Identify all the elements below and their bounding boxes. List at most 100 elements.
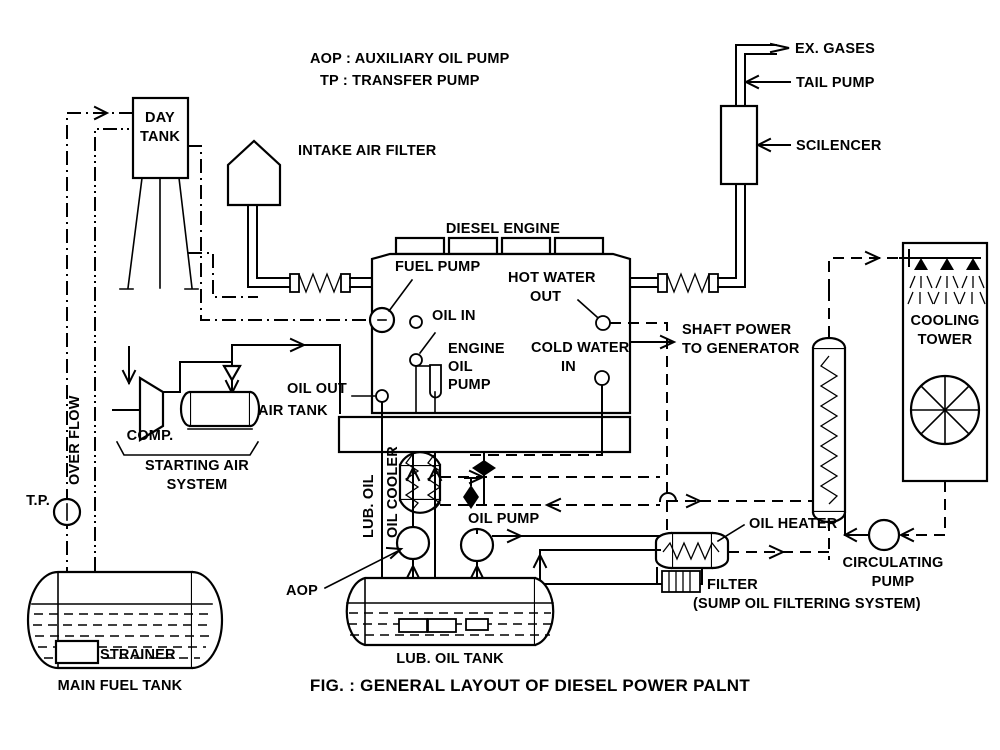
lub-strainer-1: [398, 618, 428, 633]
silencer-label: SCILENCER: [796, 138, 882, 154]
oil-in-leader: [418, 331, 437, 355]
oil-heater-leader: [716, 523, 746, 543]
lub-strainer-2: [427, 618, 457, 633]
oil-cooler-bottom: [399, 499, 441, 514]
oil-heater-label: OIL HEATER: [749, 516, 838, 532]
hot-water-out-leader: [576, 298, 599, 319]
day-tank-legs: [127, 177, 193, 289]
exhaust-bellows-corrugation: [666, 272, 710, 294]
shaft-power-label-2: TO GENERATOR: [682, 341, 800, 357]
valve-horizontal-group: [463, 477, 479, 509]
exhaust-riser: [717, 157, 746, 288]
day-tank-body: [131, 96, 190, 180]
valve-horizontal-left-wedge: [463, 485, 471, 509]
compressor-label: COMP.: [127, 428, 174, 444]
air-tank-cap-right: [249, 390, 261, 428]
intake-air-filter-body: [226, 139, 282, 207]
cooling-tower-inlet-line: [828, 257, 903, 290]
heat-exchanger-coil: [819, 355, 839, 505]
air-tank-group: AIR TANK: [179, 390, 328, 430]
engine-cylinder-4: [553, 236, 605, 256]
intake-bellows-flange-left: [289, 273, 300, 293]
lub-strainer-3: [465, 618, 489, 631]
filter-label: FILTER: [707, 577, 758, 593]
exhaust-system-group: EX. GASES TAIL PUMP SCILENCER: [629, 41, 882, 294]
lub-oil-tank-group: LUB. OIL TANK: [345, 576, 555, 667]
main-fuel-tank-shell-right: [191, 570, 224, 670]
intake-air-filter-group: INTAKE AIR FILTER: [226, 139, 437, 294]
fuel-pump-label: FUEL PUMP: [395, 259, 480, 275]
nozzle-1: [914, 258, 928, 270]
over-flow-label: OVER FLOW: [67, 395, 83, 485]
filter-sublabel: (SUMP OIL FILTERING SYSTEM): [693, 596, 921, 612]
intake-air-filter-label: INTAKE AIR FILTER: [298, 143, 437, 159]
ex-gases-arrow: [769, 42, 790, 54]
aop-leader: [323, 548, 402, 590]
ex-gases-label: EX. GASES: [795, 41, 875, 57]
heat-exchanger-shell: [811, 346, 847, 514]
valve-horizontal-stem: [464, 477, 478, 486]
heat-exchanger-top-cap: [811, 336, 847, 349]
oil-cooler-top: [399, 451, 441, 466]
strainer-label: STRAINER: [100, 647, 176, 663]
day-tank-to-fuel-pump-line: [188, 145, 368, 321]
circulating-pump-label-1: CIRCULATING: [842, 555, 943, 571]
fuel-supply-line: [94, 128, 133, 601]
valve-vertical-group: [472, 451, 496, 506]
filter-return-line: [539, 549, 661, 585]
cooler-flow-arrow: [405, 465, 421, 482]
aop-suction-arrow: [405, 563, 421, 580]
hot-water-out-label-1: HOT WATER: [508, 270, 596, 286]
aop-label: AOP: [286, 583, 318, 599]
intake-bellows-flange-right: [340, 273, 351, 293]
filter-element: [661, 570, 701, 593]
figure-caption: FIG. : GENERAL LAYOUT OF DIESEL POWER PA…: [310, 676, 750, 695]
check-valve-triangle: [222, 364, 242, 383]
exhaust-tail-pipe: [735, 44, 777, 107]
circulating-pump-inlet-arrow: [898, 527, 915, 543]
overflow-line: [66, 112, 133, 601]
intake-duct-to-engine: [349, 277, 373, 288]
exhaust-pipe-engine-side: [629, 277, 659, 288]
starting-air-bracket: [115, 440, 260, 456]
oil-out-node: [375, 389, 389, 403]
shaft-power-label-1: SHAFT POWER: [682, 322, 792, 338]
day-tank-lower-branch: [188, 252, 258, 298]
circulating-pump-symbol: [867, 518, 901, 552]
cooling-tower-fan-blades: [910, 375, 980, 445]
main-fuel-tank-group: STRAINER MAIN FUEL TANK: [26, 570, 224, 694]
nozzle-2: [940, 258, 954, 270]
oil-pump-label: OIL PUMP: [468, 511, 540, 527]
engine-cylinder-2: [447, 236, 499, 256]
air-tank-label: AIR TANK: [258, 403, 328, 419]
tail-pump-arrow: [743, 74, 760, 90]
diesel-engine-group: DIESEL ENGINE FUEL PUMP OIL IN ENGINE OI…: [287, 221, 632, 454]
valve-vertical-upper-wedge: [472, 460, 496, 468]
silencer-body: [719, 104, 759, 186]
nozzle-3: [966, 258, 980, 270]
engine-oil-pump-symbol: [429, 364, 442, 399]
lub-oil-tank-label: LUB. OIL TANK: [396, 651, 504, 667]
cooler-water-outlet-arrow: [544, 497, 562, 513]
oil-heater-cap-right: [711, 531, 730, 570]
starting-air-system-group: COMP. AIR TANK STARTING AIR SYSTEM: [112, 337, 341, 493]
oil-in-node-lower: [409, 353, 423, 367]
cold-water-in-label-2: IN: [561, 359, 576, 375]
main-fuel-tank-label: MAIN FUEL TANK: [58, 678, 183, 694]
compressor-discharge: [162, 361, 233, 393]
cooling-tower-nozzles: [914, 258, 980, 270]
lub-oil-label: LUB. OIL: [361, 474, 377, 538]
shaft-power-group: SHAFT POWER TO GENERATOR: [629, 322, 800, 357]
engine-cylinder-3: [500, 236, 552, 256]
aop-leader-arrow: [385, 546, 404, 560]
hot-water-line-down: [610, 322, 668, 501]
cold-water-in-label-1: COLD WATER: [531, 340, 630, 356]
overflow-arrow-right: [93, 105, 110, 121]
starting-air-arrow: [289, 337, 307, 353]
engine-oil-return-arrow: [427, 465, 443, 482]
air-tank-cap-left: [179, 390, 191, 428]
engine-oil-pump-label-3: PUMP: [448, 377, 491, 393]
cold-water-return-line: [470, 385, 603, 456]
hot-water-out-node: [595, 315, 611, 331]
day-tank-label-line2: TANK: [140, 129, 180, 145]
